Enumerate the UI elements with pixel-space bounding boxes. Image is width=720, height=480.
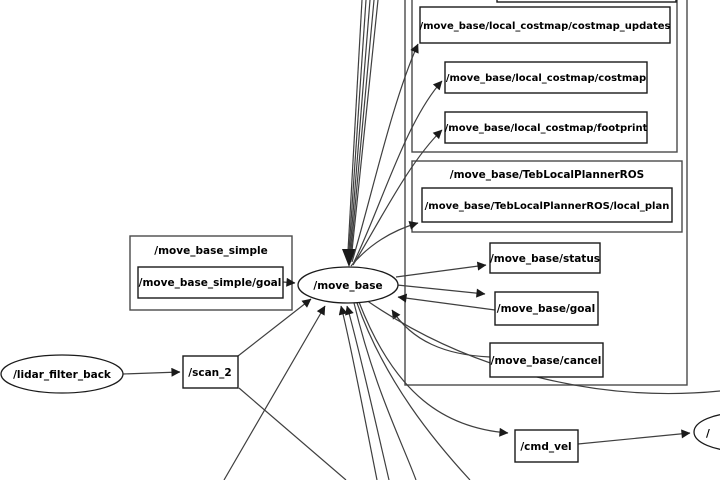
edge-move-base-to-goal (396, 284, 486, 298)
topic-local-plan[interactable]: /move_base/TebLocalPlannerROS/local_plan (421, 187, 673, 223)
edge-bottom-offscreen-to-move-base-1 (223, 305, 326, 480)
edge-bottom-offscreen-to-move-base-2 (338, 305, 378, 480)
edge-top-bundle-arrowhead (342, 249, 356, 267)
cluster-local-costmap-group (411, 0, 678, 153)
edge-move-base-to-costmap-updates (351, 43, 419, 263)
node-lidar-filter-back-label: /lidar_filter_back (13, 369, 112, 381)
edge-top-offscreen-5 (351, 0, 379, 252)
topic-local-plan-label: /move_base/TebLocalPlannerROS/local_plan (425, 201, 670, 212)
cluster-move-base-simple: /move_base_simple (129, 235, 293, 311)
edge-cmd-vel-to-clipped-node (577, 429, 691, 445)
topic-move-base-status[interactable]: /move_base/status (489, 242, 601, 274)
topic-cmd-vel[interactable]: /cmd_vel (514, 429, 579, 463)
topic-scan-2-label: /scan_2 (188, 367, 231, 379)
node-clipped-right[interactable]: / (693, 413, 720, 451)
topic-footprint-label: /move_base/local_costmap/footprint (445, 123, 648, 134)
edge-top-offscreen-2 (348, 0, 367, 252)
topic-scan-2[interactable]: /scan_2 (182, 355, 239, 389)
topic-cmd-vel-label: /cmd_vel (520, 441, 571, 453)
edge-move-base-to-local-plan (350, 221, 419, 267)
clipped-top-box (496, 0, 677, 3)
edge-move-base-to-costmap (352, 80, 443, 265)
edge-lidar-to-scan2 (122, 367, 181, 377)
edge-move-base-to-bottom-offscreen-1 (353, 302, 417, 480)
topic-move-base-simple-goal-label: /move_base_simple/goal (139, 277, 282, 289)
topic-move-base-cancel-label: /move_base/cancel (491, 355, 602, 367)
topic-move-base-goal[interactable]: /move_base/goal (494, 291, 599, 326)
edge-simple-goal-to-move-base (282, 277, 296, 287)
node-move-base[interactable]: /move_base (297, 266, 399, 304)
cluster-teb-label: /move_base/TebLocalPlannerROS (450, 169, 644, 181)
topic-costmap-label: /move_base/local_costmap/costmap (446, 73, 646, 84)
edge-move-base-to-bottom-offscreen-2 (356, 302, 471, 480)
node-lidar-filter-back[interactable]: /lidar_filter_back (0, 354, 124, 394)
edge-move-base-to-cmd-vel (358, 301, 509, 437)
edge-top-offscreen-1 (347, 0, 363, 252)
node-move-base-label: /move_base (313, 280, 382, 292)
topic-costmap-updates-label: /move_base/local_costmap/costmap_updates (419, 21, 670, 32)
topic-move-base-simple-goal[interactable]: /move_base_simple/goal (137, 266, 284, 299)
edge-scan2-to-move-base (237, 298, 312, 357)
topic-costmap-updates[interactable]: /move_base/local_costmap/costmap_updates (419, 6, 671, 44)
node-clipped-right-label: / (706, 428, 710, 440)
edge-cancel-to-move-base (391, 309, 491, 358)
edge-scan2-to-offscreen-bottom (238, 387, 347, 480)
cluster-teb-local-planner: /move_base/TebLocalPlannerROS (411, 160, 683, 233)
edge-top-offscreen-3 (349, 0, 371, 252)
cluster-move-base-simple-label: /move_base_simple (154, 245, 267, 257)
edge-move-base-to-status (395, 261, 487, 278)
edge-goal-to-move-base (397, 293, 496, 311)
topic-move-base-cancel[interactable]: /move_base/cancel (489, 342, 604, 378)
cluster-move-base-group (404, 0, 688, 386)
topic-costmap[interactable]: /move_base/local_costmap/costmap (444, 61, 648, 94)
edge-move-base-to-footprint (352, 129, 443, 266)
edge-bottom-offscreen-to-move-base-3 (345, 305, 390, 480)
topic-move-base-goal-label: /move_base/goal (497, 303, 595, 315)
topic-footprint[interactable]: /move_base/local_costmap/footprint (444, 111, 648, 144)
edge-top-offscreen-4 (350, 0, 375, 252)
topic-move-base-status-label: /move_base/status (490, 253, 600, 265)
